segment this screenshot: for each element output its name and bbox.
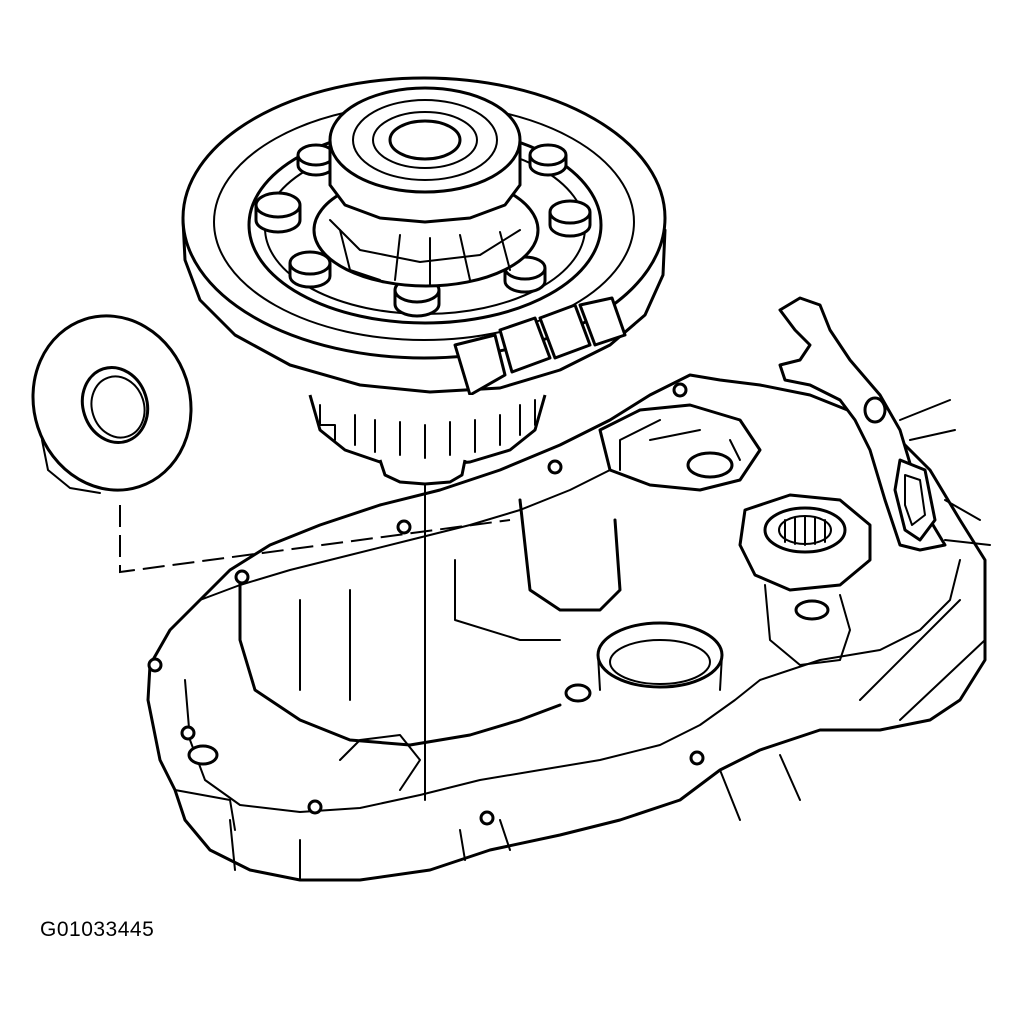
thrust-washer <box>31 314 193 494</box>
differential-case-assembly <box>181 76 667 486</box>
figure-id-label: G01033445 <box>40 918 155 941</box>
transaxle-case <box>146 296 991 882</box>
ring-gear-bolts <box>254 143 592 318</box>
assembly-leader-lines <box>119 484 511 801</box>
